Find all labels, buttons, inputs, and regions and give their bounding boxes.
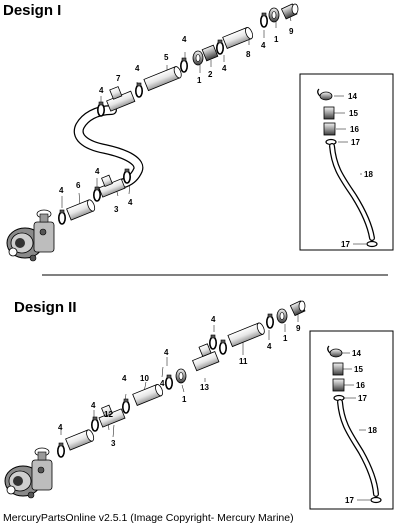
design-1-callouts: 9 1 4 8 4 2 1 4 5 4 7 4 6 4 4 3 4 bbox=[59, 27, 294, 214]
clamp-4-o bbox=[56, 442, 65, 458]
clamp-4-b bbox=[216, 39, 224, 55]
clamp-4-k bbox=[209, 334, 217, 350]
callout-1: 1 bbox=[197, 76, 202, 85]
design-1-title: Design I bbox=[3, 2, 62, 19]
callout-4: 4 bbox=[95, 167, 100, 176]
nut-16-b bbox=[332, 378, 345, 392]
callout-15: 15 bbox=[354, 365, 363, 374]
nut-1-b bbox=[192, 50, 204, 66]
fitting-9-b bbox=[289, 300, 306, 317]
tee-7 bbox=[106, 86, 136, 112]
callout-13: 13 bbox=[200, 383, 209, 392]
design-2-callouts: 9 1 4 11 4 4 13 1 4 10 4 12 4 4 3 bbox=[58, 315, 301, 448]
callout-17: 17 bbox=[341, 240, 350, 249]
design-1-group: 9 1 4 8 4 2 1 4 5 4 7 4 6 4 4 3 4 bbox=[6, 3, 394, 262]
callout-1: 1 bbox=[274, 35, 279, 44]
callout-2: 2 bbox=[208, 70, 213, 79]
callout-1: 1 bbox=[283, 334, 288, 343]
callout-4: 4 bbox=[182, 35, 187, 44]
callout-1: 1 bbox=[182, 395, 187, 404]
callout-9: 9 bbox=[289, 27, 294, 36]
fitting-9 bbox=[280, 3, 299, 20]
tube-11 bbox=[227, 322, 265, 348]
tube-8 bbox=[222, 27, 254, 49]
callout-4: 4 bbox=[261, 41, 266, 50]
tee-13 bbox=[192, 343, 220, 372]
callout-18: 18 bbox=[368, 426, 377, 435]
tee-3-b bbox=[98, 404, 126, 428]
design-2-group: 9 1 4 11 4 4 13 1 4 10 4 12 4 4 3 bbox=[4, 300, 394, 510]
callout-17: 17 bbox=[345, 496, 354, 505]
callout-5: 5 bbox=[164, 53, 169, 62]
clamp-4-c bbox=[180, 57, 188, 73]
callout-3: 3 bbox=[111, 439, 116, 448]
callout-11: 11 bbox=[239, 357, 248, 366]
clamp-4-a bbox=[259, 12, 269, 28]
callout-16: 16 bbox=[356, 381, 365, 390]
callout-12: 12 bbox=[104, 410, 113, 419]
fitting-2 bbox=[201, 44, 219, 62]
cap-14 bbox=[317, 88, 333, 101]
tube-10 bbox=[132, 384, 164, 406]
design-2-title: Design II bbox=[14, 299, 77, 316]
tee-3 bbox=[98, 174, 126, 198]
clamp-4-f bbox=[123, 168, 131, 184]
callout-8: 8 bbox=[246, 50, 251, 59]
clamp-4-d bbox=[135, 82, 143, 98]
callout-14: 14 bbox=[348, 92, 357, 101]
callout-7: 7 bbox=[116, 74, 121, 83]
fitting-15 bbox=[323, 106, 335, 120]
clamp-4-j bbox=[219, 339, 227, 355]
clamp-4-g bbox=[93, 186, 101, 202]
inset-box-2: 14 15 16 17 18 17 bbox=[309, 330, 394, 510]
callout-4: 4 bbox=[128, 198, 133, 207]
clamp-17-b bbox=[366, 240, 378, 248]
callout-4: 4 bbox=[91, 401, 96, 410]
callout-15: 15 bbox=[349, 109, 358, 118]
nut-1-a bbox=[268, 7, 280, 23]
clamp-4-h bbox=[57, 209, 66, 225]
fitting-15-b bbox=[332, 362, 344, 376]
callout-17: 17 bbox=[351, 138, 360, 147]
clamp-4-m bbox=[122, 398, 130, 414]
callout-14: 14 bbox=[352, 349, 361, 358]
callout-4: 4 bbox=[160, 379, 165, 388]
callout-17: 17 bbox=[358, 394, 367, 403]
callout-4: 4 bbox=[267, 342, 272, 351]
clamp-17-d bbox=[370, 496, 382, 504]
callout-4: 4 bbox=[122, 374, 127, 383]
clamp-4-n bbox=[91, 416, 99, 432]
inset-box-1: 14 15 16 17 18 17 bbox=[299, 73, 394, 251]
nut-1-d bbox=[175, 368, 187, 384]
callout-4: 4 bbox=[222, 64, 227, 73]
nut-16 bbox=[323, 122, 336, 136]
clamp-4-l bbox=[165, 374, 173, 390]
nut-1-c bbox=[276, 308, 288, 324]
callout-6: 6 bbox=[76, 181, 81, 190]
callout-9: 9 bbox=[296, 324, 301, 333]
tube-6 bbox=[66, 199, 96, 221]
cap-14-b bbox=[327, 345, 343, 358]
callout-18: 18 bbox=[364, 170, 373, 179]
callout-4: 4 bbox=[99, 86, 104, 95]
callout-4: 4 bbox=[135, 64, 140, 73]
callout-10: 10 bbox=[140, 374, 149, 383]
callout-4: 4 bbox=[58, 423, 63, 432]
copyright-footer: MercuryPartsOnline v2.5.1 (Image Copyrig… bbox=[3, 512, 294, 524]
callout-3: 3 bbox=[114, 205, 119, 214]
callout-16: 16 bbox=[350, 125, 359, 134]
tube-12 bbox=[65, 429, 95, 451]
callout-4: 4 bbox=[59, 186, 64, 195]
clamp-4-e bbox=[97, 101, 105, 117]
callout-4: 4 bbox=[164, 348, 169, 357]
clamp-4-i bbox=[265, 313, 275, 329]
pump-assembly-1 bbox=[6, 209, 55, 262]
pump-assembly-2 bbox=[4, 447, 53, 499]
callout-4: 4 bbox=[211, 315, 216, 324]
tube-5 bbox=[143, 66, 182, 92]
